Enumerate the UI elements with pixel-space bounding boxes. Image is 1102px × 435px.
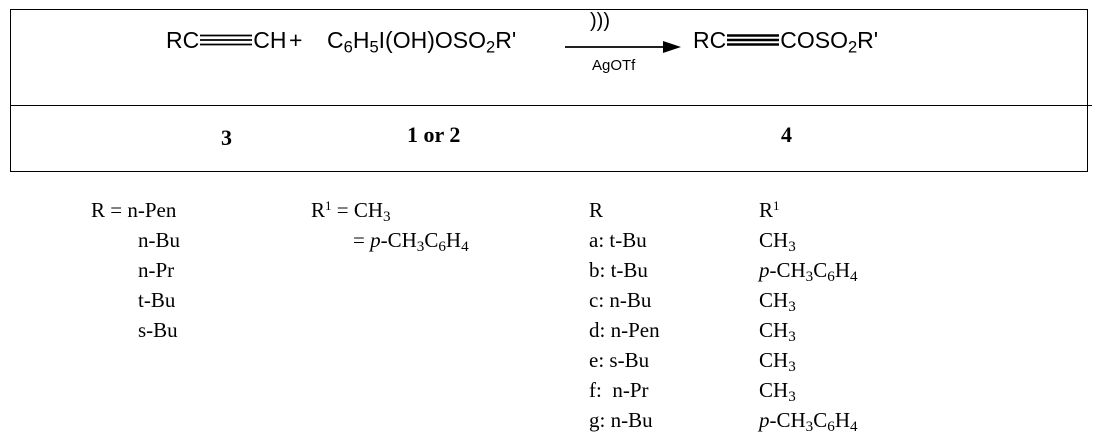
reaction-scheme-box <box>10 9 1088 172</box>
table-header-r: R <box>589 198 604 222</box>
reactant-alkyne: RC CH <box>166 27 286 54</box>
table-cell-r1: CH3 <box>759 348 796 376</box>
r-item: t-Bu <box>138 288 176 312</box>
r1-line1: = CH3 <box>331 198 391 226</box>
plus-sign: + <box>289 27 303 53</box>
table-cell-r: c: n-Bu <box>589 288 652 312</box>
table-cell-r: d: n-Pen <box>589 318 660 342</box>
reactant-left: RC <box>166 27 200 53</box>
product-left: RC <box>693 27 727 53</box>
r-prefix: R = <box>91 198 128 222</box>
arrow-condition-above: ))) <box>590 10 610 32</box>
r1-line2: = p-CH3C6H4 <box>353 228 469 256</box>
triple-bond-icon <box>200 34 253 46</box>
product-formula: RC COSO2R' <box>693 27 879 57</box>
table-cell-r: a: t-Bu <box>589 228 647 252</box>
arrow-condition-below: AgOTf <box>592 57 636 74</box>
r-definitions: R = n-Pen n-Bu n-Pr t-Bu s-Bu <box>91 195 180 345</box>
table-cell-r1: CH3 <box>759 288 796 316</box>
table-cell-r1: CH3 <box>759 378 796 406</box>
reactant-right: CH <box>253 27 287 53</box>
substituent-table-r-column: R a: t-Bu b: t-Bu c: n-Bu d: n-Pen e: s-Bu f:… <box>589 195 660 435</box>
table-cell-r: e: s-Bu <box>589 348 650 372</box>
scheme-divider <box>10 105 1092 106</box>
table-cell-r1: p-CH3C6H4 <box>759 258 858 286</box>
compound-label-1-or-2: 1 or 2 <box>407 122 461 147</box>
r-item: s-Bu <box>138 318 178 342</box>
reaction-arrow-icon <box>565 41 681 53</box>
r-item: n-Pr <box>138 258 175 282</box>
table-cell-r: g: n-Bu <box>589 408 653 432</box>
table-cell-r: b: t-Bu <box>589 258 648 282</box>
r-item: n-Bu <box>138 228 180 252</box>
table-cell-r: f: n-Pr <box>589 378 649 402</box>
reagent-formula: C6H5I(OH)OSO2R' <box>327 27 517 57</box>
triple-bond-icon <box>727 34 780 46</box>
r-item: n-Pen <box>127 198 177 222</box>
table-cell-r1: CH3 <box>759 228 796 256</box>
product-right: COSO2R' <box>780 27 879 57</box>
r1-definitions: R1 = CH3 = p-CH3C6H4 <box>311 197 469 256</box>
compound-label-4: 4 <box>781 122 792 147</box>
table-cell-r1: p-CH3C6H4 <box>759 408 858 435</box>
table-cell-r1: CH3 <box>759 318 796 346</box>
compound-label-3: 3 <box>221 125 232 150</box>
table-header-r1: R1 <box>759 197 780 222</box>
